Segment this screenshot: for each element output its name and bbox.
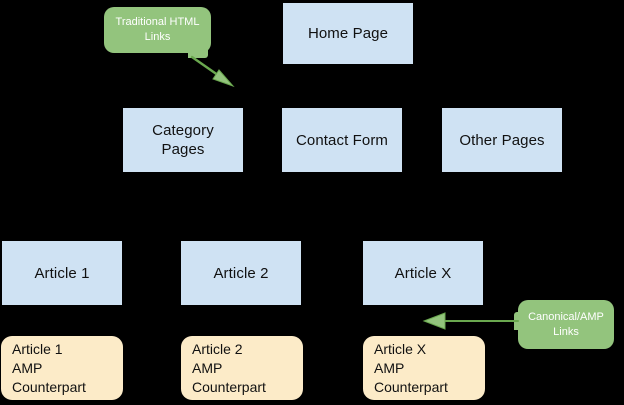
box-article-x-amp-counterpart[interactable]: Article X AMP Counterpart: [363, 336, 485, 400]
box-contact-form[interactable]: Contact Form: [282, 108, 402, 172]
box-article-1-amp-counterpart[interactable]: Article 1 AMP Counterpart: [1, 336, 123, 400]
box-other-pages[interactable]: Other Pages: [442, 108, 562, 172]
box-category-pages[interactable]: Category Pages: [123, 108, 243, 172]
box-article-2-amp-counterpart[interactable]: Article 2 AMP Counterpart: [181, 336, 303, 400]
callout-canonical-amp-links[interactable]: Canonical/AMP Links: [518, 300, 614, 349]
arrow-traditional-links: [190, 55, 235, 88]
box-home-page[interactable]: Home Page: [283, 3, 413, 64]
box-article-1[interactable]: Article 1: [2, 241, 122, 305]
arrow-canonical-amp-links: [422, 312, 519, 330]
box-article-2[interactable]: Article 2: [181, 241, 301, 305]
box-article-x[interactable]: Article X: [363, 241, 483, 305]
callout-traditional-html-links[interactable]: Traditional HTML Links: [104, 7, 211, 53]
